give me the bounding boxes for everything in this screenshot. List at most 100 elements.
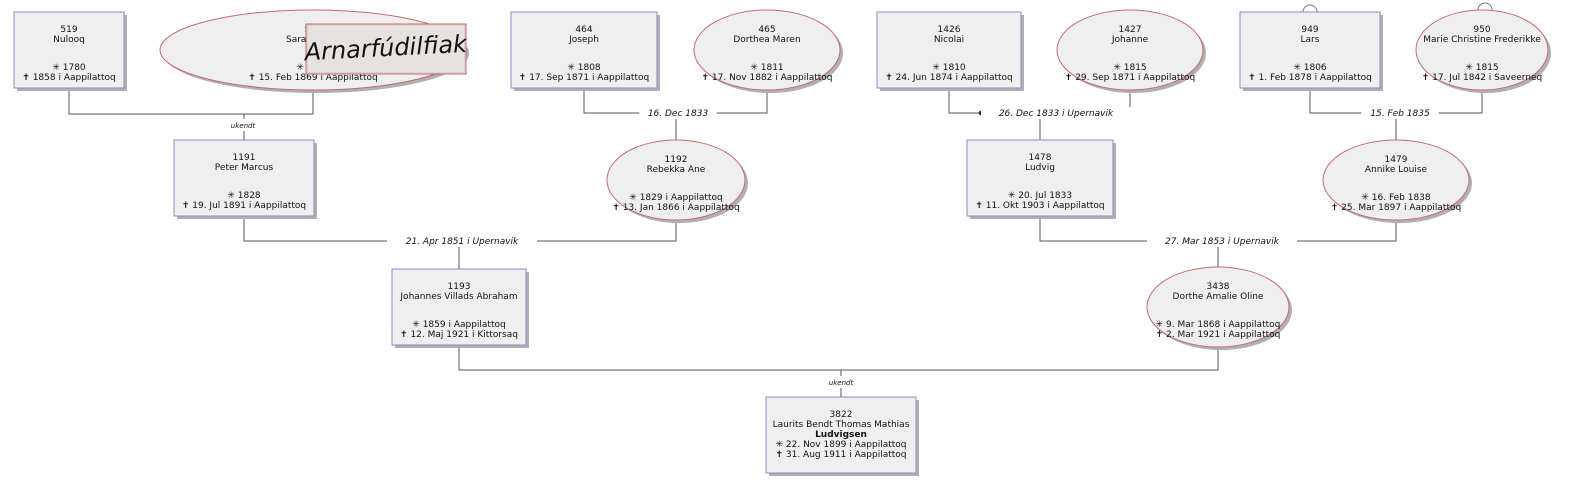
birth-line: ✳ 1815 [1113,63,1146,73]
death-date: 2. Mar 1921 i Aappilattoq [1166,330,1280,340]
death-line: ✝ 29. Sep 1871 i Aappilattoq [1065,73,1195,83]
birth-date: 16. Feb 1838 [1372,193,1431,203]
person-ellipse [693,9,841,91]
death-line: ✝ 25. Mar 1897 i Aappilattoq [1331,203,1461,213]
person-box [1239,11,1381,89]
death-line: ✝ 12. Maj 1921 i Kittorsaq [400,330,518,340]
person-box [173,139,315,217]
person-name: Annike Louise [1365,165,1428,175]
birth-icon: ✳ [1361,193,1371,203]
person-id: 519 [60,25,77,35]
person-ellipse [1415,9,1549,91]
birth-icon: ✳ [629,193,639,203]
birth-icon: ✳ [1008,191,1018,201]
person-ellipse [1056,9,1204,91]
death-line: ✝ 15. Feb 1869 i Aappilattoq [248,73,377,83]
birth-line: ✳ 9. Mar 1868 i Aappilattoq [1156,320,1281,330]
person-box [13,11,125,89]
person-id: 1426 [938,25,961,35]
connector-lines: ukendt 16. Dec 1833 26. Dec 1833 i Upernav… [68,2,1493,397]
death-icon: ✝ [1248,73,1258,83]
death-line: ✝ 17. Jul 1842 i Saveerneq [1422,73,1543,83]
person-id: 3822 [830,410,853,420]
death-icon: ✝ [248,73,258,83]
person-box [765,396,917,474]
death-line: ✝ 17. Sep 1871 i Aappilattoq [519,73,649,83]
marriage-label-bg [387,235,537,247]
person-name: Ludvig [1025,163,1055,173]
person-id: 950 [1473,25,1490,35]
birth-date: 1810 [943,63,966,73]
person-ellipse [1146,266,1290,348]
marriage-connector [458,345,1219,371]
birth-line: ✳ 1829 i Aappilattoq [629,193,722,203]
signature-image: Arnarfúdilfiak [302,23,469,75]
person-name: Rebekka Ane [647,165,706,175]
marriage-label: 21. Apr 1851 i Upernavik [406,237,519,247]
person-box [391,268,527,346]
birth-icon: ✳ [1465,63,1475,73]
marriage-label: 16. Dec 1833 [648,109,709,119]
death-date: 12. Maj 1921 i Kittorsaq [410,330,518,340]
death-icon: ✝ [1331,203,1341,213]
person-name: Nulooq [53,35,85,45]
link-loop-icon [1302,4,1318,13]
birth-date: 1815 [1476,63,1499,73]
birth-date: 1808 [578,63,601,73]
birth-line: ✳ 16. Feb 1838 [1361,193,1431,203]
death-icon: ✝ [1156,330,1166,340]
death-date: 29. Sep 1871 i Aappilattoq [1075,73,1195,83]
person-id: 1191 [233,153,256,163]
marriage-connector [68,88,314,115]
link-loop-icon [1477,2,1493,11]
overlays: Arnarfúdilfiak [302,23,469,75]
birth-date: 1829 i Aappilattoq [640,193,723,203]
birth-date: 9. Mar 1868 i Aappilattoq [1166,320,1280,330]
death-date: 24. Jun 1874 i Aappilattoq [896,73,1013,83]
birth-icon: ✳ [1113,63,1123,73]
death-icon: ✝ [701,73,711,83]
marriage-label-bg [1147,235,1297,247]
person-ellipse [606,139,746,221]
marriage-label-bg [639,107,717,119]
marriage-label: 26. Dec 1833 i Upernavik [999,109,1114,119]
person-id: 3438 [1207,282,1230,292]
death-date: 1. Feb 1878 i Aappilattoq [1259,73,1372,83]
death-icon: ✝ [885,73,895,83]
marriage-label: ukendt [231,122,256,130]
birth-icon: ✳ [52,63,62,73]
person-name: Laurits Bendt Thomas Mathias [773,420,910,430]
death-date: 17. Nov 1882 i Aappilattoq [712,73,833,83]
death-icon: ✝ [612,203,622,213]
marriage-label: 27. Mar 1853 i Upernavik [1165,237,1280,247]
birth-date: 1859 i Aappilattoq [423,320,506,330]
person-name: Joseph [568,35,599,45]
person-id: 1192 [665,155,688,165]
marriage-label-bg [981,107,1131,119]
birth-icon: ✳ [1293,63,1303,73]
death-date: 31. Aug 1911 i Aappilattoq [786,450,907,460]
birth-line: ✳ 1811 [750,63,783,73]
death-line: ✝ 1. Feb 1878 i Aappilattoq [1248,73,1372,83]
birth-line: ✳ 22. Nov 1899 i Aappilattoq [775,440,906,450]
marriage-label-bg [1361,107,1439,119]
death-icon: ✝ [22,73,32,83]
birth-date: 1780 [63,63,86,73]
death-line: ✝ 1858 i Aappilattoq [22,73,115,83]
death-line: ✝ 19. Jul 1891 i Aappilattoq [182,201,306,211]
